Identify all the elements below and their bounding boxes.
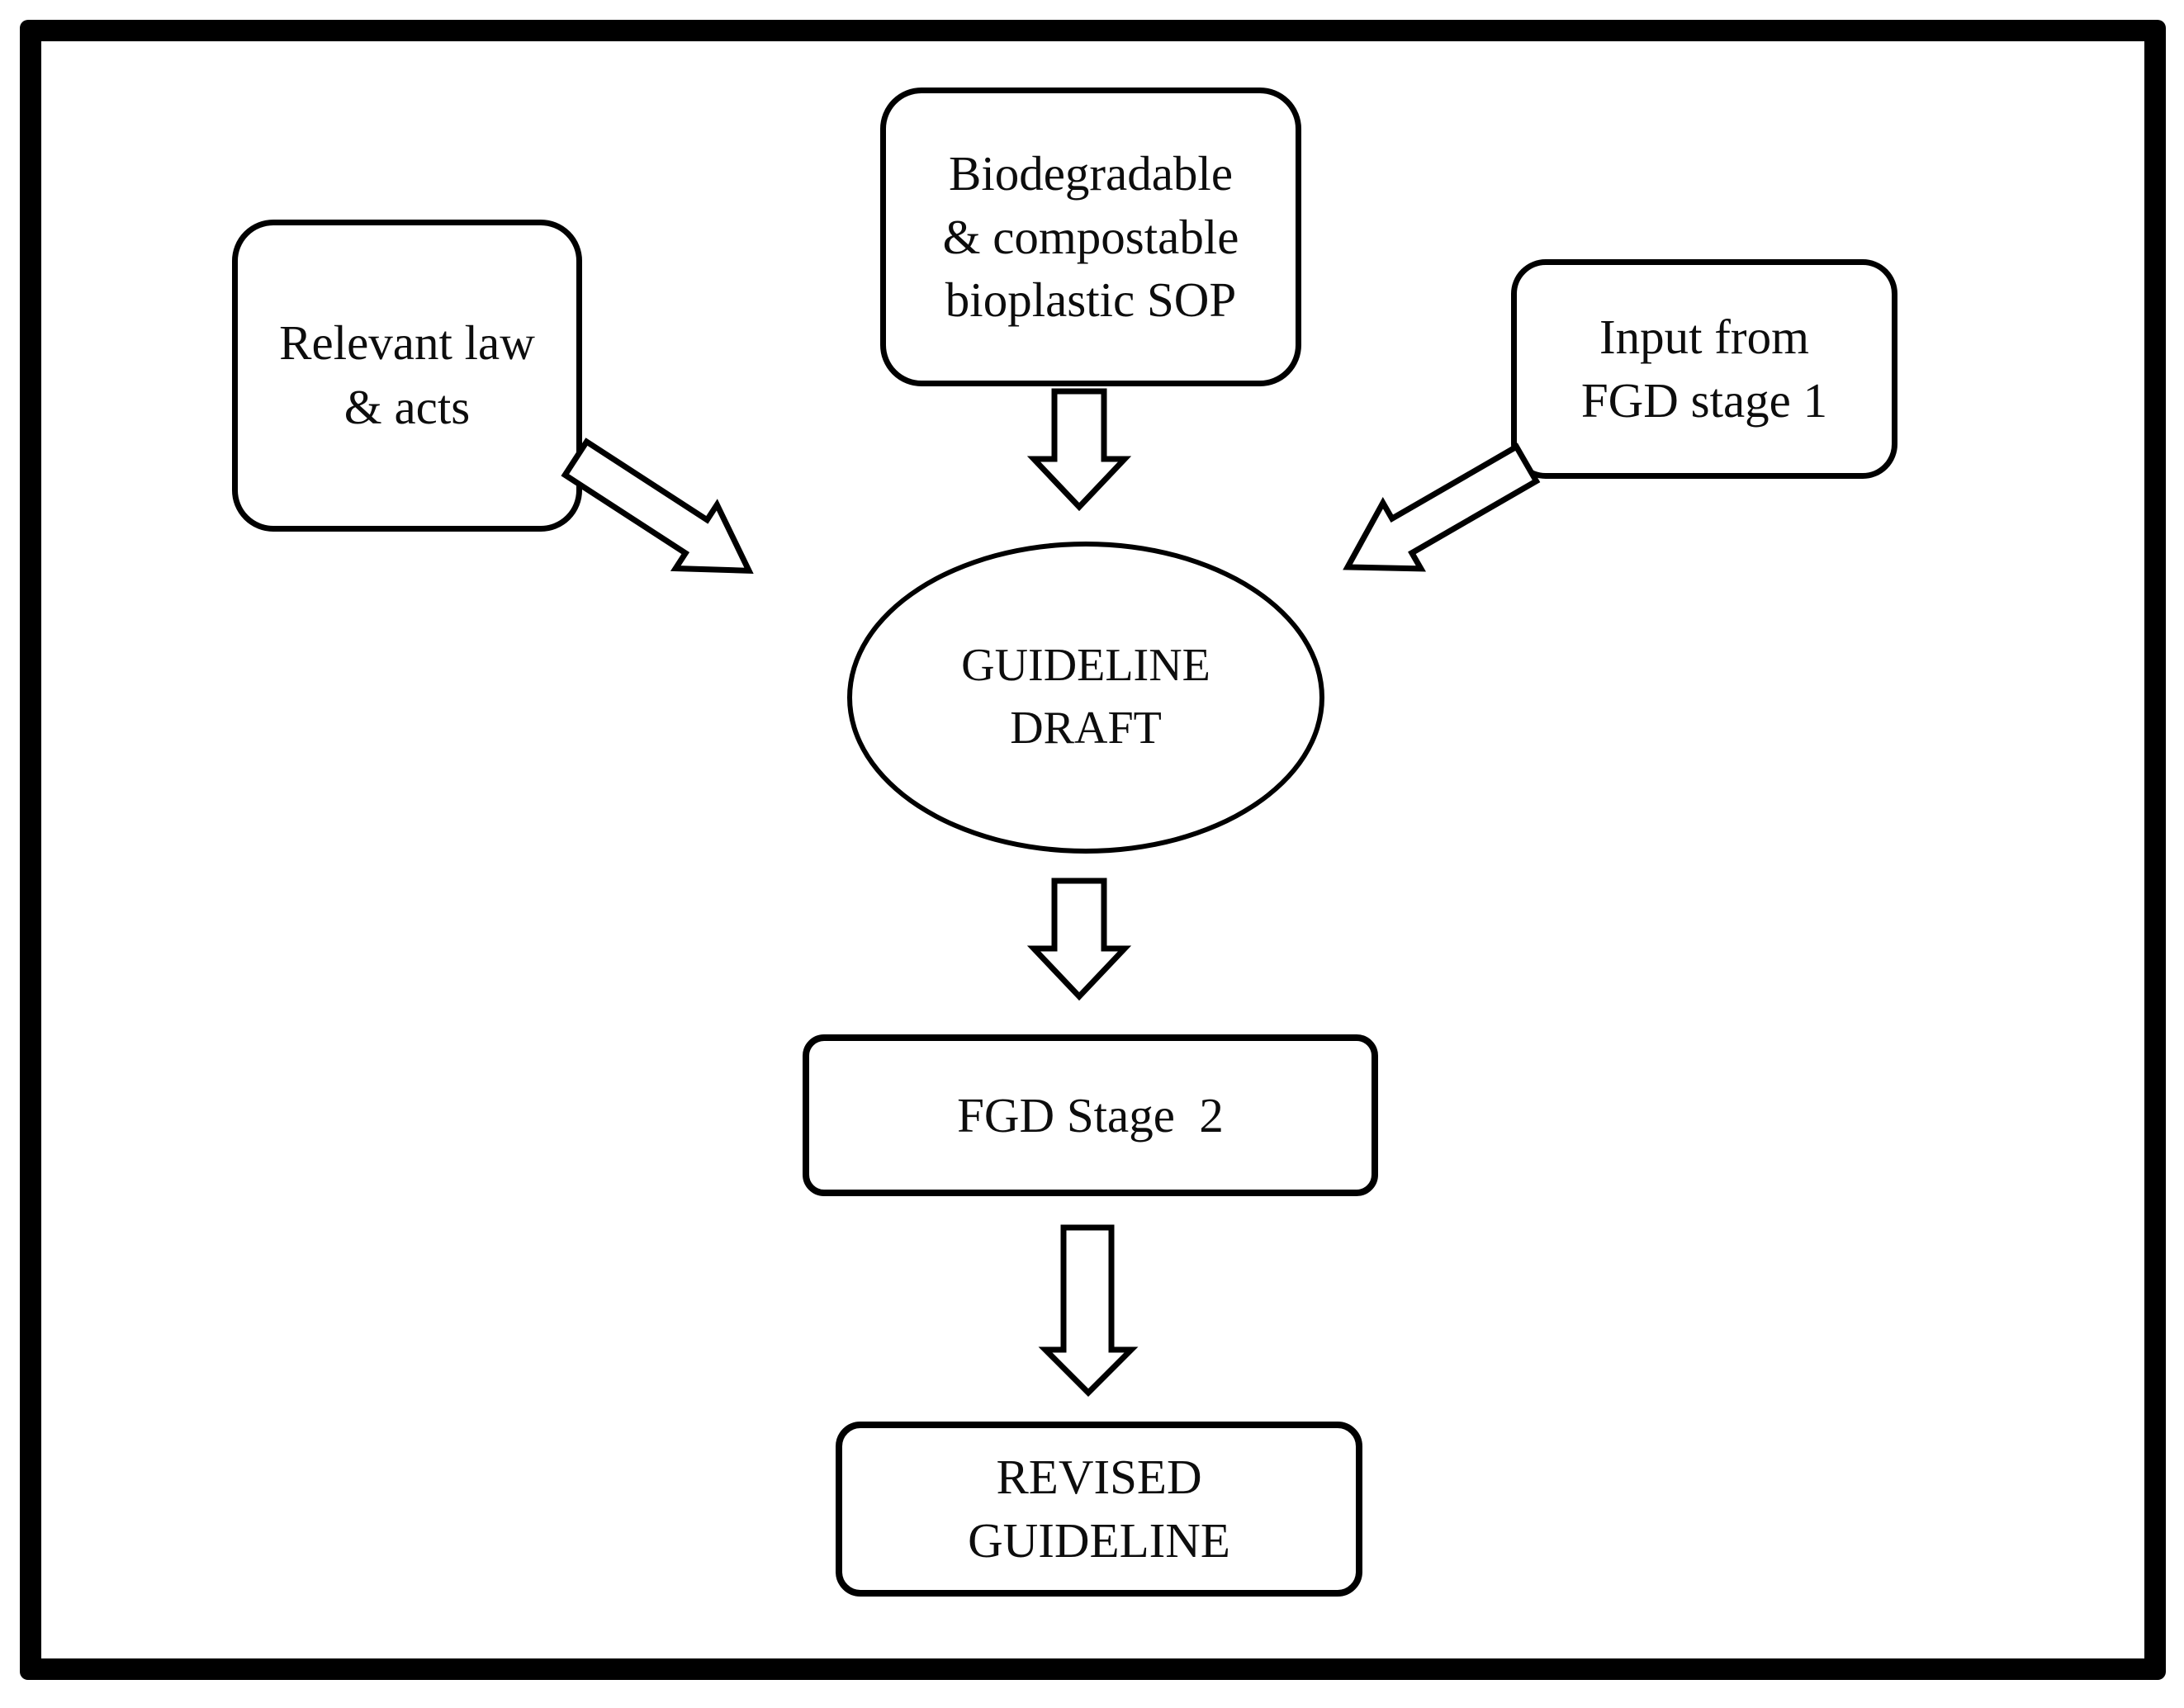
block-arrow-right-icon — [561, 438, 754, 575]
block-arrow-down-icon — [1026, 388, 1132, 512]
block-arrow-right-icon — [1343, 442, 1541, 572]
arrow-law-to-draft — [550, 420, 777, 609]
node-revised-guideline: REVISED GUIDELINE — [836, 1422, 1362, 1597]
block-arrow-down-icon — [1026, 878, 1132, 1001]
arrow-sop-to-draft — [1026, 388, 1132, 512]
node-revised-guideline-label: REVISED GUIDELINE — [968, 1450, 1230, 1568]
node-guideline-draft: GUIDELINE DRAFT — [847, 542, 1324, 854]
node-bioplastic-sop: Biodegradable & compostable bioplastic S… — [880, 88, 1301, 386]
block-arrow-down-icon — [1038, 1224, 1139, 1397]
node-fgd-stage-2: FGD Stage 2 — [803, 1034, 1378, 1196]
arrow-draft-to-fgd2 — [1026, 878, 1132, 1001]
node-bioplastic-sop-label: Biodegradable & compostable bioplastic S… — [942, 145, 1239, 328]
arrow-fgd2-to-revised — [1038, 1224, 1139, 1397]
node-input-fgd-stage-1-label: Input from FGD stage 1 — [1580, 310, 1828, 428]
node-relevant-law-acts-label: Relevant law & acts — [279, 315, 535, 434]
outer-frame — [20, 20, 2166, 1680]
node-fgd-stage-2-label: FGD Stage 2 — [957, 1087, 1224, 1143]
node-guideline-draft-label: GUIDELINE DRAFT — [961, 640, 1210, 754]
node-relevant-law-acts: Relevant law & acts — [232, 220, 582, 532]
node-input-fgd-stage-1: Input from FGD stage 1 — [1511, 259, 1897, 479]
arrow-fgd1-to-draft — [1322, 425, 1551, 607]
